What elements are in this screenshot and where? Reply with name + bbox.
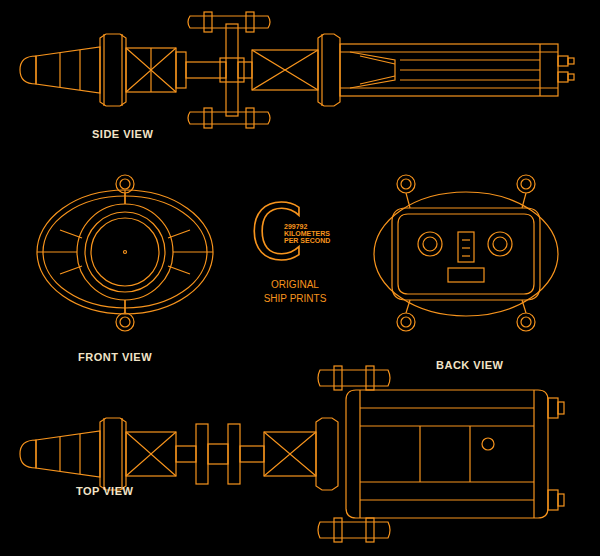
top-view-ship — [20, 366, 564, 542]
print-note: ORIGINAL SHIP PRINTS — [259, 278, 331, 306]
back-view-ship — [374, 175, 558, 331]
front-view-ship — [37, 175, 213, 331]
view-title: TOP VIEW — [76, 485, 133, 497]
speed-note: 299792 KILOMETERS PER SECOND — [284, 223, 332, 244]
view-title: SIDE VIEW — [92, 128, 153, 140]
view-title: FRONT VIEW — [78, 351, 152, 363]
side-view-ship — [20, 12, 574, 128]
view-title: BACK VIEW — [436, 359, 503, 371]
